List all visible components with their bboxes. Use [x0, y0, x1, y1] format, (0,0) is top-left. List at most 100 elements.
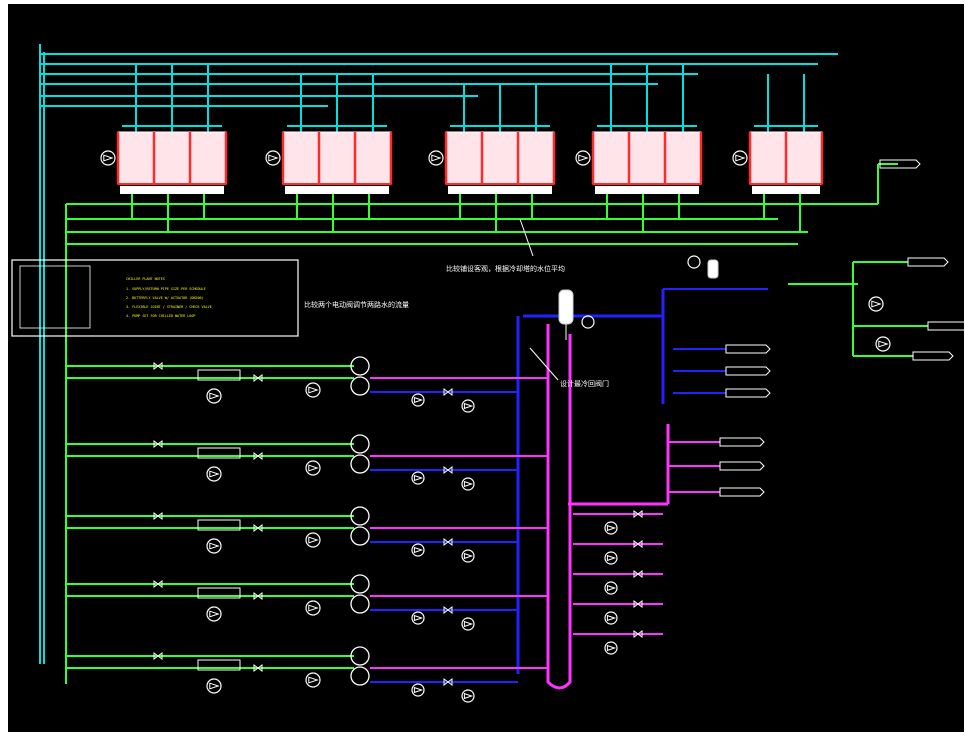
outlet-magenta: [668, 437, 765, 447]
pump-row: [66, 646, 548, 703]
leader-line: [529, 347, 559, 381]
valve-icon: [253, 592, 263, 600]
right-pump: [573, 630, 663, 655]
pump-icon: [411, 611, 425, 625]
chiller-unit: [732, 74, 824, 232]
outlet-blue: [673, 366, 771, 376]
legend-line: 4. PUMP SET FOR CHILLED WATER LOOP: [126, 314, 195, 318]
legend-box: CHILLER PLANT NOTES 1. SUPPLY/RETURN PIP…: [11, 259, 299, 337]
pump-icon: [868, 296, 884, 312]
valve-icon: [443, 678, 453, 686]
leader-line: [519, 218, 534, 257]
chiller-unit: [575, 64, 703, 232]
right-pump: [573, 540, 663, 565]
heat-exchanger: [350, 526, 370, 546]
valve-icon: [443, 466, 453, 474]
pump-icon: [604, 521, 618, 535]
air-separator: [558, 289, 595, 340]
pump-icon: [461, 399, 475, 413]
right-pump: [573, 510, 663, 535]
expansion-tank: [687, 255, 719, 279]
pump-icon: [305, 382, 321, 398]
valve-icon: [633, 510, 643, 518]
outlet-magenta: [668, 461, 765, 471]
chiller-body: [445, 131, 555, 185]
heat-exchanger: [350, 506, 370, 526]
heat-exchanger: [350, 594, 370, 614]
pump-icon: [461, 689, 475, 703]
valve-icon: [253, 374, 263, 382]
pump-icon: [411, 471, 425, 485]
pump-row: [66, 434, 548, 491]
pump-icon: [461, 617, 475, 631]
pump-icon: [428, 150, 444, 166]
chiller-group: [100, 64, 824, 232]
legend-title: CHILLER PLANT NOTES: [126, 277, 165, 281]
pump-icon: [206, 678, 222, 694]
pump-icon: [206, 538, 222, 554]
pump-icon: [604, 641, 618, 655]
pump-rows: [66, 356, 548, 703]
valve-icon: [253, 452, 263, 460]
pump-row: [66, 356, 548, 413]
legend-line: 1. SUPPLY/RETURN PIPE SIZE PER SCHEDULE: [126, 287, 206, 291]
chiller-unit: [265, 74, 393, 232]
valve-icon: [633, 570, 643, 578]
valve-icon: [443, 606, 453, 614]
chiller-unit: [428, 84, 556, 232]
branch-outlets: [668, 159, 964, 497]
pump-row: [66, 506, 548, 563]
annotation-top: 比较铺设客观，根据冷却塔的水位平均: [446, 264, 565, 273]
pump-icon: [604, 611, 618, 625]
valve-icon: [633, 630, 643, 638]
outlet-green: [912, 351, 954, 361]
pump-icon: [575, 150, 591, 166]
pump-icon: [206, 388, 222, 404]
pump-icon: [305, 672, 321, 688]
valve-icon: [633, 600, 643, 608]
chiller-body: [117, 131, 227, 185]
drawing-background: [8, 4, 964, 732]
pump-icon: [305, 532, 321, 548]
right-pump: [573, 600, 663, 625]
valve-icon: [153, 580, 163, 588]
heat-exchanger: [350, 574, 370, 594]
valve-icon: [153, 652, 163, 660]
cooling-water-headers: [39, 44, 838, 664]
annotation-mid: 设计最冷回阀门: [560, 379, 609, 388]
valve-icon: [153, 440, 163, 448]
valve-icon: [253, 524, 263, 532]
pump-icon: [411, 543, 425, 557]
pump-icon: [732, 150, 748, 166]
pump-icon: [305, 600, 321, 616]
annotation-left: 比较两个电动阀调节两路水的流量: [304, 300, 409, 309]
pump-icon: [411, 393, 425, 407]
right-pump-stack: [573, 510, 663, 655]
chiller-unit: [100, 64, 228, 232]
pump-icon: [206, 466, 222, 482]
outlet-green: [927, 321, 964, 331]
heat-exchanger: [350, 666, 370, 686]
chiller-body: [592, 131, 702, 185]
valve-icon: [633, 540, 643, 548]
outlet-blue: [673, 388, 771, 398]
chiller-body: [282, 131, 392, 185]
right-pump: [573, 570, 663, 595]
pump-icon: [604, 551, 618, 565]
pump-row: [66, 574, 548, 631]
valve-icon: [443, 388, 453, 396]
pump-icon: [411, 683, 425, 697]
outlet-blue: [673, 344, 771, 354]
outlet-green: [879, 159, 921, 169]
legend-line: 2. BUTTERFLY VALVE W/ ACTUATOR (DN200): [126, 296, 204, 300]
pump-icon: [875, 336, 891, 352]
heat-exchanger: [350, 356, 370, 376]
pump-icon: [305, 460, 321, 476]
pump-icon: [461, 477, 475, 491]
valve-icon: [153, 512, 163, 520]
pump-icon: [461, 549, 475, 563]
heat-exchanger: [350, 376, 370, 396]
valve-icon: [153, 362, 163, 370]
pump-icon: [604, 581, 618, 595]
heat-exchanger: [350, 454, 370, 474]
